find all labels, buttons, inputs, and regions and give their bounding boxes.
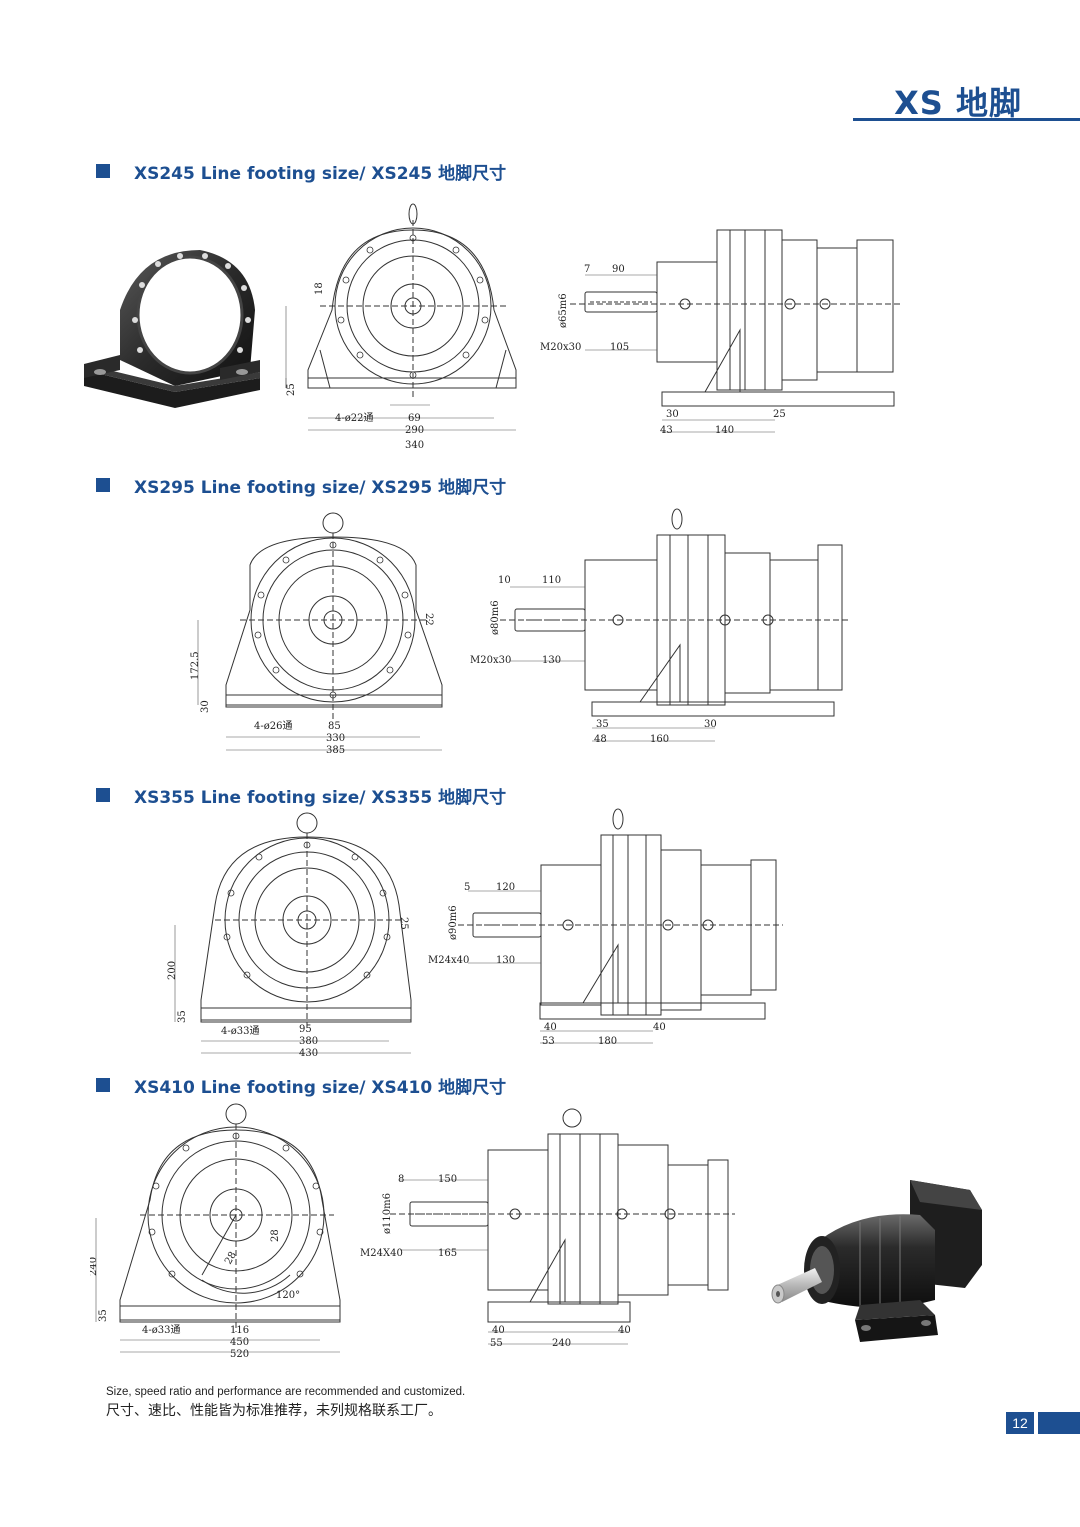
dim-shaft-d: ø90m6	[448, 905, 459, 940]
xs410-front-view: 240 35 28 28 120° 4-ø33通 116 450 520	[90, 1100, 365, 1362]
dim-key: 28	[270, 1229, 281, 1242]
footing-bracket-photo	[80, 240, 265, 420]
page-number: 12	[1006, 1412, 1034, 1434]
dim-height: 200	[167, 961, 178, 980]
section-title: XS245 Line footing size/ XS245 地脚尺寸	[134, 163, 507, 184]
dim-height: 240	[90, 1257, 99, 1276]
section-heading-xs245: XS245 Line footing size/ XS245 地脚尺寸	[96, 158, 506, 184]
xs295-front-view: 172.5 30 22 4-ø26通 85 330 385	[190, 505, 460, 760]
dim-d2: 290	[405, 425, 424, 436]
note-chinese: 尺寸、速比、性能皆为标准推荐，未列规格联系工厂。	[106, 1403, 442, 1419]
gearbox-photo	[760, 1170, 990, 1375]
dim-d2: 330	[326, 733, 345, 744]
dim-holes: 4-ø22通	[335, 412, 374, 424]
dim-holes: 4-ø33通	[142, 1324, 181, 1336]
bullet-square	[96, 478, 110, 492]
footer-note: Size, speed ratio and performance are re…	[106, 1386, 465, 1420]
dim-thread: M20x30	[540, 342, 581, 353]
section-title: XS355 Line footing size/ XS355 地脚尺寸	[134, 787, 507, 808]
dim-key: 25	[398, 917, 409, 930]
dim-b3: 180	[598, 1036, 617, 1047]
dim-b4: 25	[773, 409, 786, 420]
section-title: XS295 Line footing size/ XS295 地脚尺寸	[134, 477, 507, 498]
dim-thread: M20x30	[470, 655, 511, 666]
bullet-square	[96, 1078, 110, 1092]
dim-l2: 120	[496, 882, 515, 893]
dim-d2: 380	[299, 1036, 318, 1047]
dim-key: 22	[423, 613, 434, 626]
dim-b4: 30	[704, 719, 717, 730]
dim-d3: 340	[405, 440, 424, 451]
dim-l1: 7	[584, 264, 590, 275]
dim-height: 172.5	[190, 651, 201, 680]
dim-base-height: 35	[98, 1309, 109, 1322]
dim-d1: 85	[328, 721, 341, 732]
dim-shaft-d: ø65m6	[558, 293, 569, 328]
section-heading-xs410: XS410 Line footing size/ XS410 地脚尺寸	[96, 1072, 506, 1098]
note-english: Size, speed ratio and performance are re…	[106, 1386, 466, 1398]
dim-d3: 430	[299, 1048, 318, 1059]
dim-b1: 30	[666, 409, 679, 420]
dim-l3: 165	[438, 1248, 457, 1259]
dim-b1: 40	[544, 1022, 557, 1033]
dim-d1: 69	[408, 413, 421, 424]
dim-l2: 150	[438, 1174, 457, 1185]
dim-l3: 105	[610, 342, 629, 353]
dim-base-height: 25	[286, 383, 297, 396]
section-title: XS410 Line footing size/ XS410 地脚尺寸	[134, 1077, 507, 1098]
dim-holes: 4-ø33通	[221, 1025, 260, 1037]
xs355-front-view: 200 35 25 4-ø33通 95 380 430	[165, 805, 430, 1060]
dim-l1: 5	[464, 882, 470, 893]
bullet-square	[96, 788, 110, 802]
dim-d1: 95	[299, 1024, 312, 1035]
dim-l2: 110	[542, 575, 561, 586]
page-title: XS 地脚	[894, 84, 1022, 122]
page-header: XS 地脚	[854, 78, 1022, 122]
dim-b2: 48	[594, 734, 607, 745]
dim-shaft-d: ø80m6	[490, 600, 501, 635]
dim-d1: 116	[230, 1325, 249, 1336]
dim-base-height: 35	[177, 1010, 188, 1023]
dim-thread: M24x40	[428, 955, 469, 966]
dim-b3: 240	[552, 1338, 571, 1349]
xs245-front-view: 150 25 18 4-ø22通 69 290 340	[280, 200, 530, 455]
dim-b4: 40	[653, 1022, 666, 1033]
dim-height: 150	[280, 331, 283, 350]
dim-b1: 40	[492, 1325, 505, 1336]
dim-b3: 160	[650, 734, 669, 745]
xs355-side-view: 5 120 130 ø90m6 M24x40 40 53 180 40	[428, 805, 788, 1050]
dim-angle: 120°	[276, 1290, 300, 1301]
dim-b2: 53	[542, 1036, 555, 1047]
dim-d2: 450	[230, 1337, 249, 1348]
page-number-bar	[1038, 1412, 1080, 1434]
dim-key: 18	[314, 282, 325, 295]
dim-b1: 35	[596, 719, 609, 730]
dim-shaft-d: ø110m6	[382, 1193, 393, 1234]
section-heading-xs355: XS355 Line footing size/ XS355 地脚尺寸	[96, 782, 506, 808]
xs245-side-view: 7 90 105 ø65m6 M20x30 30 43 140 25	[540, 220, 910, 445]
dim-l3: 130	[542, 655, 561, 666]
xs295-side-view: 10 110 130 ø80m6 M20x30 35 48 160 30	[470, 505, 855, 750]
section-heading-xs295: XS295 Line footing size/ XS295 地脚尺寸	[96, 472, 506, 498]
dim-d3: 520	[230, 1349, 249, 1360]
dim-d3: 385	[326, 745, 345, 756]
dim-l1: 8	[398, 1174, 404, 1185]
dim-holes: 4-ø26通	[254, 720, 293, 732]
dim-b2: 43	[660, 425, 673, 436]
bullet-square	[96, 164, 110, 178]
dim-l1: 10	[498, 575, 511, 586]
dim-base-height: 30	[200, 700, 211, 713]
header-rule	[853, 118, 1080, 121]
dim-b3: 140	[715, 425, 734, 436]
xs410-side-view: 8 150 165 ø110m6 M24X40 40 55 240 40	[360, 1100, 740, 1355]
dim-key-2: 28	[223, 1250, 239, 1267]
dim-l3: 130	[496, 955, 515, 966]
dim-l2: 90	[612, 264, 625, 275]
dim-b4: 40	[618, 1325, 631, 1336]
dim-b2: 55	[490, 1338, 503, 1349]
dim-thread: M24X40	[360, 1248, 403, 1259]
